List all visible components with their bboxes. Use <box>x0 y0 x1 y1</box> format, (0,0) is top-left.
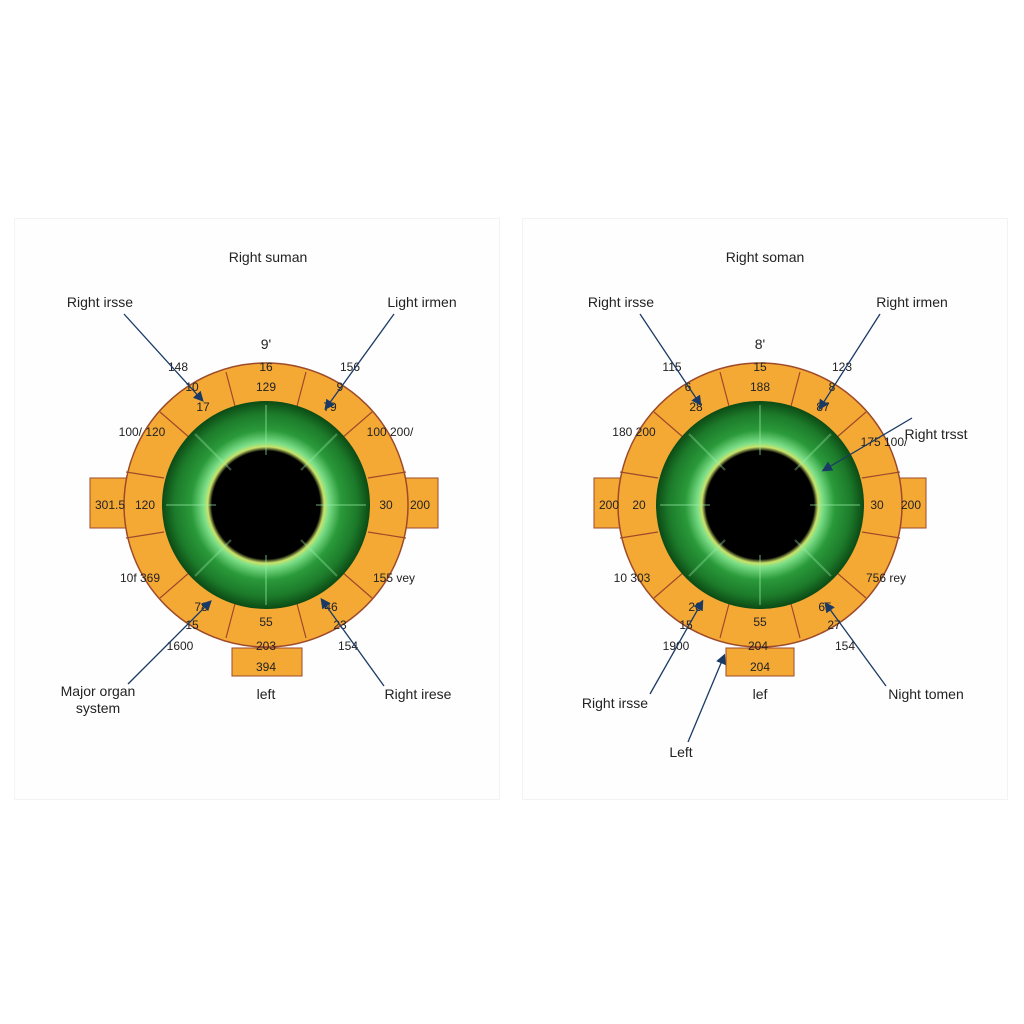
left-pupil <box>218 457 314 553</box>
right-arrow-top-left <box>639 313 702 407</box>
right-seg-right-upper: 175 100/ <box>861 435 908 449</box>
left-callout-bottom-left-line2: system <box>76 700 120 716</box>
right-seg-top-a: 15 <box>753 360 767 374</box>
left-tab-right-label: 200 <box>410 498 430 512</box>
left-seg-left: 120 <box>135 498 155 512</box>
left-arrow-bottom-left <box>127 600 212 685</box>
left-seg-left-upper: 100/ 120 <box>119 425 166 439</box>
left-top-mark: 9' <box>261 336 271 352</box>
right-seg-right: 30 <box>870 498 884 512</box>
right-seg-left-lower: 10 303 <box>614 571 651 585</box>
left-tab-bottom-label: 394 <box>256 660 276 674</box>
right-arrow-left-bottom <box>687 653 726 743</box>
left-callout-top-left: Right irsse <box>67 294 133 310</box>
left-seg-bottom-a: 55 <box>259 615 273 629</box>
left-seg-bl-b: 15 <box>185 618 199 632</box>
right-seg-left-upper: 180 200 <box>612 425 656 439</box>
right-iris-fibers <box>660 405 860 605</box>
left-seg-tl-a: 148 <box>168 360 188 374</box>
right-bottom-right-num: 154 <box>835 639 855 653</box>
left-seg-tr-a: 156 <box>340 360 360 374</box>
left-seg-bl-a: 78 <box>194 600 208 614</box>
left-callout-bottom-left-line1: Major organ <box>61 683 136 699</box>
left-seg-right-lower: 155 vey <box>373 571 415 585</box>
left-ring-dividers <box>125 371 407 639</box>
right-tab-bottom-label: 204 <box>750 660 770 674</box>
right-seg-top-b: 188 <box>750 380 770 394</box>
left-bottom-word: left <box>257 686 276 702</box>
right-arrow-bottom-right <box>824 601 887 687</box>
left-seg-tl-c: 17 <box>196 400 210 414</box>
right-seg-tr-a: 123 <box>832 360 852 374</box>
right-seg-tr-b: 8 <box>829 380 836 394</box>
right-tab-right-label: 200 <box>901 498 921 512</box>
left-arrow-top-right <box>324 313 395 411</box>
right-arrow-right-mid <box>821 417 913 472</box>
left-seg-bottom-b: 203 <box>256 639 276 653</box>
left-seg-top-a: 16 <box>259 360 273 374</box>
right-top-mark: 8' <box>755 336 765 352</box>
left-seg-top-b: 129 <box>256 380 276 394</box>
right-callout-bottom-right: Night tomen <box>888 686 963 702</box>
left-callout-bottom-right: Right irese <box>385 686 452 702</box>
left-tab-left-label: 301.5 <box>95 498 125 512</box>
right-seg-br-a: 65 <box>818 600 832 614</box>
left-arrow-bottom-right <box>320 597 385 687</box>
left-diagram-title: Right suman <box>229 249 308 265</box>
right-bottom-left-num: 1900 <box>663 639 690 653</box>
right-arrow-top-right <box>818 313 881 411</box>
left-seg-right: 30 <box>379 498 393 512</box>
right-seg-bl-b: 15 <box>679 618 693 632</box>
left-seg-tl-b: 10 <box>185 380 199 394</box>
right-tab-bottom <box>725 647 795 677</box>
left-tab-bottom <box>231 647 303 677</box>
right-arrow-bottom-left <box>649 599 704 695</box>
right-callout-left-bottom: Left <box>669 744 692 760</box>
right-iris-diagram: Right soman 8' <box>582 249 968 760</box>
right-bottom-word: lef <box>753 686 768 702</box>
right-seg-right-lower: 756 rey <box>866 571 906 585</box>
right-diagram-title: Right soman <box>726 249 805 265</box>
right-callout-top-right: Right irmen <box>876 294 948 310</box>
left-iris-diagram: Right suman 9' <box>61 249 457 716</box>
right-callout-top-left: Right irsse <box>588 294 654 310</box>
left-seg-right-upper: 100 200/ <box>367 425 414 439</box>
right-callout-right-mid: Right trsst <box>904 426 967 442</box>
left-seg-tr-b: 9 <box>337 380 344 394</box>
left-arrow-top-left <box>123 313 204 402</box>
right-seg-tl-c: 28 <box>689 400 703 414</box>
left-iris-fibers <box>166 405 366 605</box>
right-seg-bottom-b: 204 <box>748 639 768 653</box>
left-bottom-left-num: 1600 <box>167 639 194 653</box>
left-seg-left-lower: 10f 369 <box>120 571 160 585</box>
right-seg-bottom-a: 55 <box>753 615 767 629</box>
right-ring-dividers <box>619 371 901 639</box>
right-seg-br-b: 27 <box>827 618 841 632</box>
right-pupil <box>712 457 808 553</box>
right-seg-bl-a: 26 <box>688 600 702 614</box>
right-tab-left-label: 200 <box>599 498 619 512</box>
right-seg-left: 20 <box>632 498 646 512</box>
right-callout-bottom-left: Right irsse <box>582 695 648 711</box>
left-callout-top-right: Light irmen <box>387 294 456 310</box>
